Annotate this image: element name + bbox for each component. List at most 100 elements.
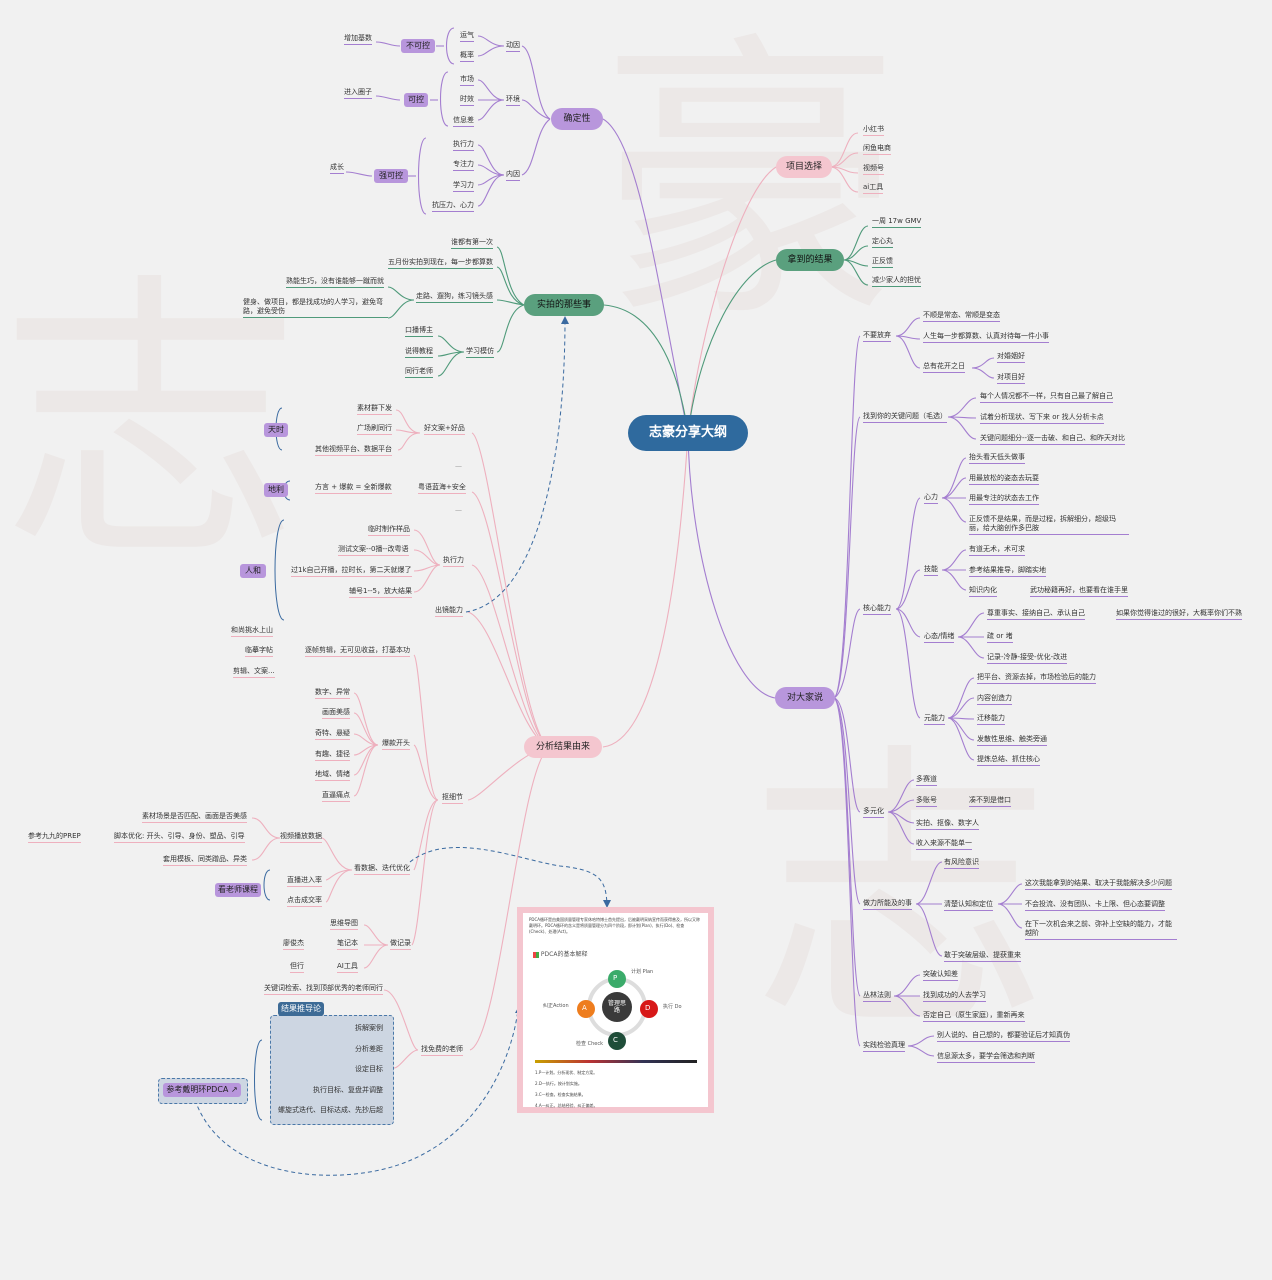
results-item-2[interactable]: 定心丸 — [872, 237, 893, 248]
node-walk-shoot[interactable]: 走路、遛狗，练习镜头感 — [416, 292, 493, 303]
node-d3[interactable]: 实拍、抠像、数字人 — [916, 819, 979, 830]
project-item-3[interactable]: 视频号 — [863, 164, 884, 175]
node-core[interactable]: 核心能力 — [863, 604, 891, 615]
node-notebook[interactable]: 笔记本 — [337, 939, 358, 950]
node-r2a[interactable]: 这次我能拿到的结果、取决于我能解决多少问题 — [1025, 879, 1172, 890]
node-focus[interactable]: 专注力 — [453, 160, 474, 171]
hook-item-1[interactable]: 数字、异常 — [315, 688, 350, 699]
node-bloom[interactable]: 总有花开之日 — [923, 362, 965, 373]
tag-teacher-course[interactable]: 看老师课程 — [215, 883, 261, 897]
tag-timing[interactable]: 天时 — [264, 423, 288, 437]
node-mind[interactable]: 心态/情绪 — [924, 632, 955, 643]
node-edit-copy[interactable]: 剪辑、文案... — [233, 667, 275, 678]
node-each-person[interactable]: 每个人情况都不一样，只有自己最了解自己 — [980, 392, 1113, 403]
node-learning[interactable]: 学习力 — [453, 181, 474, 192]
node-r2b[interactable]: 不会投流、没有团队、卡上限、但心态要调整 — [1025, 900, 1165, 911]
node-vlogger[interactable]: 口播博主 — [405, 326, 433, 337]
node-copybook[interactable]: 临摹字帖 — [245, 646, 273, 657]
node-p2[interactable]: 信息源太多，要学会筛选和判断 — [937, 1052, 1035, 1063]
node-marriage[interactable]: 对婚姻好 — [997, 352, 1025, 363]
node-m1b[interactable]: 如果你觉得谁过的很好，大概率你们不熟 — [1116, 609, 1242, 620]
node-key-problem[interactable]: 找到你的关键问题（毛选） — [863, 412, 947, 423]
pdca-image-thumbnail[interactable]: PDCA循环是由美国质量管理专家休哈特博士首先提出，后被戴明采纳宣传而获得普及，… — [517, 907, 714, 1113]
node-stress[interactable]: 抗压力、心力 — [432, 201, 474, 212]
node-peer-teacher[interactable]: 同行老师 — [405, 367, 433, 378]
node-other-platform[interactable]: 其他视频平台、数据平台 — [315, 445, 392, 456]
node-growth[interactable]: 成长 — [330, 163, 344, 174]
hook-item-3[interactable]: 奇特、悬疑 — [315, 729, 350, 740]
node-e3[interactable]: 迁移能力 — [977, 714, 1005, 725]
node-h1[interactable]: 抬头看天低头做事 — [969, 453, 1025, 464]
node-video-data[interactable]: 视频播放数据 — [280, 832, 322, 843]
node-j2[interactable]: 找到成功的人去学习 — [923, 991, 986, 1002]
node-s1[interactable]: 有道无术，术可求 — [969, 545, 1025, 556]
node-notes[interactable]: 做记录 — [390, 939, 411, 950]
node-h2[interactable]: 用最放松的姿态去玩耍 — [969, 474, 1039, 485]
node-d2b[interactable]: 凑不到是借口 — [969, 796, 1011, 807]
node-timeliness[interactable]: 时效 — [460, 95, 474, 106]
node-luck[interactable]: 运气 — [460, 31, 474, 42]
node-practice-truth[interactable]: 实践检验真理 — [863, 1041, 905, 1052]
tag-people[interactable]: 人和 — [240, 564, 266, 578]
node-j1[interactable]: 突破认知差 — [923, 970, 958, 981]
node-square[interactable]: 广场刷同行 — [357, 424, 392, 435]
node-test-copy[interactable]: 测试文案--0播--改粤语 — [338, 545, 409, 556]
branch-shooting[interactable]: 实拍的那些事 — [524, 294, 604, 316]
node-s2[interactable]: 参考结果推导，脚踏实地 — [969, 566, 1046, 577]
node-click-rate[interactable]: 点击成交率 — [287, 896, 322, 907]
tag-strong-control[interactable]: 强可控 — [374, 169, 408, 183]
node-template[interactable]: 套用模板、同类蹭品、异类 — [163, 855, 247, 866]
node-break-down[interactable]: 关键问题细分--逐一击破、和自己、和昨天对比 — [980, 434, 1126, 445]
branch-analysis[interactable]: 分析结果由来 — [524, 736, 602, 758]
node-heart[interactable]: 心力 — [924, 493, 938, 504]
hook-item-2[interactable]: 画面美感 — [322, 708, 350, 719]
node-enter-circle[interactable]: 进入圈子 — [344, 88, 372, 99]
node-probability[interactable]: 概率 — [460, 51, 474, 62]
pdca-item-1[interactable]: 拆解案例 — [355, 1024, 383, 1032]
project-item-2[interactable]: 闲鱼电商 — [863, 144, 891, 155]
node-motive[interactable]: 动因 — [506, 41, 520, 52]
node-m1[interactable]: 尊重事实、接纳自己、承认自己 — [987, 609, 1085, 620]
node-formula[interactable]: 方言 + 爆款 = 全新爆款 — [315, 483, 392, 494]
node-ai-tool[interactable]: AI工具 — [337, 962, 358, 973]
node-h3[interactable]: 用最专注的状态去工作 — [969, 494, 1039, 505]
node-keyword[interactable]: 关键词检索、找到顶部优秀的老师同行 — [264, 984, 383, 995]
node-meta[interactable]: 元能力 — [924, 714, 945, 725]
node-d1[interactable]: 多赛道 — [916, 775, 937, 786]
node-d4[interactable]: 收入来源不能单一 — [916, 839, 972, 850]
node-info-gap[interactable]: 信息差 — [453, 116, 474, 127]
tag-conclusion[interactable]: 结果推导论 — [278, 1002, 324, 1016]
node-diverse[interactable]: 多元化 — [863, 807, 884, 818]
node-jungle[interactable]: 丛林法则 — [863, 991, 891, 1002]
results-item-3[interactable]: 正反馈 — [872, 257, 893, 268]
node-r2[interactable]: 清楚认知和定位 — [944, 900, 993, 911]
node-r2c[interactable]: 在下一次机会来之前、弥补上空缺的能力，才能越阶 — [1025, 920, 1177, 940]
pdca-item-5[interactable]: 螺旋式迭代、目标达成、先抄后超 — [278, 1106, 383, 1114]
node-r1[interactable]: 有风险意识 — [944, 858, 979, 869]
node-liao[interactable]: 廖俊杰 — [283, 939, 304, 950]
node-market[interactable]: 市场 — [460, 75, 474, 86]
node-exec-power[interactable]: 执行力 — [443, 556, 464, 567]
node-frame-edit[interactable]: 逐帧剪辑，无可见收益，打基本功 — [305, 646, 410, 657]
node-camera-power[interactable]: 出镜能力 — [435, 606, 463, 617]
pdca-item-2[interactable]: 分析差距 — [355, 1045, 383, 1053]
node-practice[interactable]: 熟能生巧，没有谁能够一蹴而就 — [286, 277, 384, 288]
node-material-group[interactable]: 素材群下发 — [357, 404, 392, 415]
node-m3[interactable]: 记录-冷静-接受-优化-改进 — [987, 653, 1068, 664]
node-free-teacher[interactable]: 找免费的老师 — [421, 1045, 463, 1056]
node-try-analyze[interactable]: 试着分析现状、写下来 or 找人分析卡点 — [980, 413, 1104, 424]
node-norm[interactable]: 不顺是常态、常顺是变态 — [923, 311, 1000, 322]
node-account[interactable]: 辅号1--5，放大结果 — [349, 587, 412, 598]
node-temp-sample[interactable]: 临时制作样品 — [368, 525, 410, 536]
project-item-1[interactable]: 小红书 — [863, 125, 884, 136]
external-link-icon[interactable]: ↗ — [230, 1085, 238, 1094]
node-every-step[interactable]: 人生每一步都算数、认真对待每一件小事 — [923, 332, 1049, 343]
node-danxing[interactable]: 但行 — [290, 962, 304, 973]
node-script-opt[interactable]: 脚本优化: 开头、引导、身份、塑品、引导 — [114, 832, 245, 843]
branch-results[interactable]: 拿到的结果 — [776, 249, 844, 271]
results-item-1[interactable]: 一周 17w GMV — [872, 217, 922, 228]
node-s3[interactable]: 知识内化 — [969, 586, 997, 597]
tag-controllable[interactable]: 可控 — [404, 93, 428, 107]
node-e1[interactable]: 把平台、资源去掉，市场检验后的能力 — [977, 673, 1096, 684]
node-no-give-up[interactable]: 不要放弃 — [863, 331, 891, 342]
